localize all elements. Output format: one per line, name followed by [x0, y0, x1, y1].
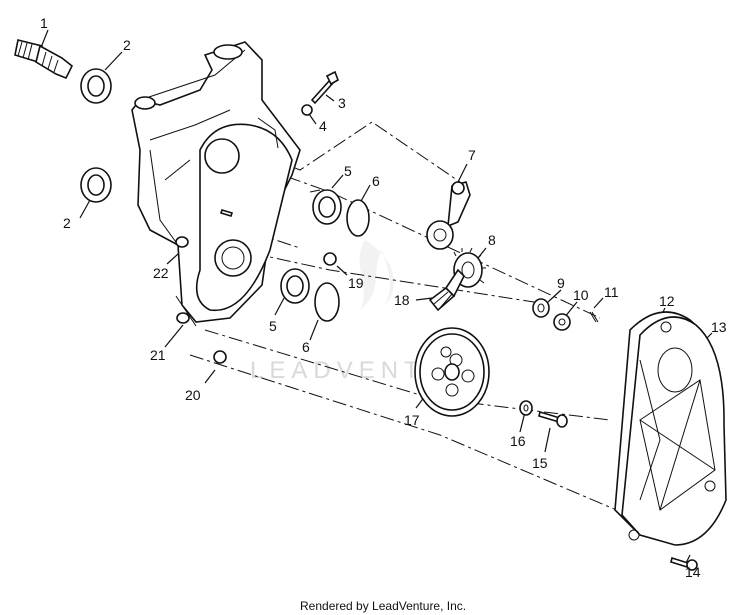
- callout-15: 15: [532, 455, 548, 471]
- part-6-snap-ring-lower: [314, 282, 340, 322]
- callout-12: 12: [659, 293, 675, 309]
- part-20-bolt: [213, 350, 227, 364]
- part-6-snap-ring-upper: [346, 199, 370, 237]
- part-4-nut: [301, 104, 313, 116]
- callout-8: 8: [488, 232, 496, 248]
- callout-22: 22: [153, 265, 169, 281]
- part-17-driven-sprocket: [414, 327, 490, 417]
- callout-11: 11: [604, 284, 619, 300]
- callout-13: 13: [711, 319, 727, 335]
- leader-lines: [39, 29, 713, 564]
- callout-labels: 1 2 2 3 4 5 5 6 6 7 8 9 10 11 12 13 14 1…: [40, 15, 727, 580]
- callout-21: 21: [150, 347, 166, 363]
- callout-10: 10: [573, 287, 589, 303]
- callout-18: 18: [394, 292, 410, 308]
- part-9-washer: [532, 298, 550, 318]
- callout-2-lower: 2: [63, 215, 71, 231]
- callout-5-upper: 5: [344, 163, 352, 179]
- callout-6-upper: 6: [372, 173, 380, 189]
- callout-4: 4: [319, 118, 327, 134]
- part-16-washer: [519, 400, 533, 416]
- part-22-stud: [219, 209, 234, 217]
- part-5-bearing-lower: [280, 268, 310, 304]
- part-19-nut: [323, 252, 337, 266]
- callout-6-lower: 6: [302, 339, 310, 355]
- part-15-bolt: [538, 410, 568, 428]
- callout-7: 7: [468, 147, 476, 163]
- part-11-cotter-pin: [589, 311, 599, 323]
- part-7-chain-tensioner: [426, 181, 471, 250]
- callout-14: 14: [685, 564, 701, 580]
- callout-20: 20: [185, 387, 201, 403]
- callout-16: 16: [510, 433, 526, 449]
- callout-19: 19: [348, 275, 364, 291]
- part-2-seal-upper: [80, 68, 112, 104]
- watermark-logo: [359, 240, 394, 310]
- callout-1: 1: [40, 15, 48, 31]
- part-3-bolt: [310, 70, 339, 105]
- part-13-chaincase-cover: [621, 316, 727, 546]
- part-14-cover-bolt: [670, 556, 698, 571]
- callout-5-lower: 5: [269, 318, 277, 334]
- part-5-bearing-upper: [309, 189, 342, 225]
- part-2-seal-lower: [80, 167, 112, 203]
- housing-chaincase: [131, 41, 301, 327]
- callout-17: 17: [404, 412, 420, 428]
- part-18-drive-chain: [428, 268, 465, 312]
- part-10-nut: [553, 313, 571, 331]
- callout-2-upper: 2: [123, 37, 131, 53]
- footer-credit: Rendered by LeadVenture, Inc.: [300, 599, 466, 613]
- callout-3: 3: [338, 95, 346, 111]
- part-1-input-shaft: [14, 39, 74, 80]
- callout-9: 9: [557, 275, 565, 291]
